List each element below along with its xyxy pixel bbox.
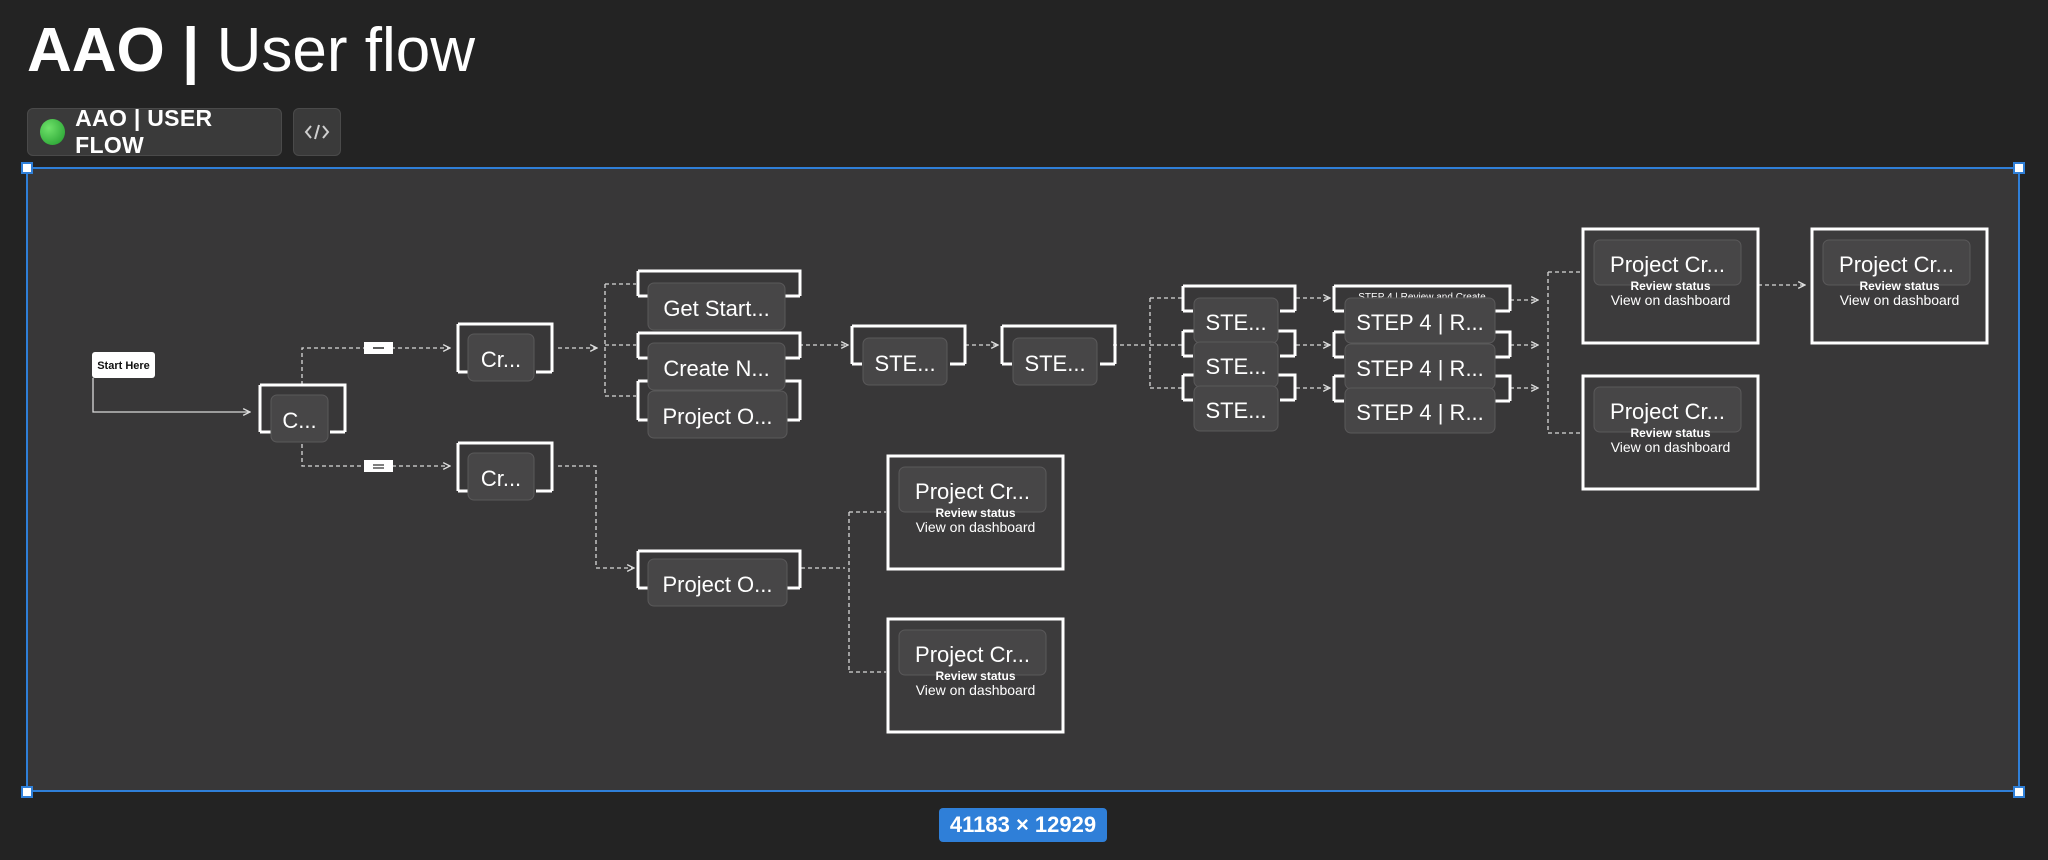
project-box-4-status: Review status — [935, 506, 1015, 520]
project-box-1-status: Review status — [1630, 279, 1710, 293]
node-ste-3c-label: STE... — [1205, 398, 1266, 423]
node-project-o-bottom[interactable]: Project O... — [647, 558, 788, 607]
node-step4-b[interactable]: STEP 4 | R... — [1344, 343, 1496, 390]
resize-handle-bottom-right[interactable] — [2013, 786, 2025, 798]
node-c[interactable]: C... — [270, 394, 329, 443]
project-box-5[interactable]: Project Cr... Review status View on dash… — [898, 629, 1047, 698]
user-flow-button[interactable]: AAO | USER FLOW — [27, 105, 282, 158]
project-box-5-dashboard: View on dashboard — [916, 682, 1036, 698]
node-create-new-label: Create N... — [663, 356, 769, 381]
project-box-1[interactable]: Project Cr... Review status View on dash… — [1593, 239, 1742, 308]
page-title: AAO | User flow — [27, 14, 475, 88]
start-node-label: Start Here — [97, 360, 150, 372]
node-chips: C... Cr... Cr... Get Start... Create N..… — [270, 282, 1496, 607]
node-step4-a-label: STEP 4 | R... — [1356, 310, 1484, 335]
node-ste-2[interactable]: STE... — [1012, 337, 1098, 386]
project-box-4[interactable]: Project Cr... Review status View on dash… — [898, 466, 1047, 535]
user-flow-button-label: AAO | USER FLOW — [75, 105, 213, 158]
project-box-2-title: Project Cr... — [1839, 252, 1954, 277]
project-box-1-title: Project Cr... — [1610, 252, 1725, 277]
project-box-3[interactable]: Project Cr... Review status View on dash… — [1593, 386, 1742, 455]
node-get-started[interactable]: Get Start... — [647, 282, 786, 331]
project-box-3-status: Review status — [1630, 426, 1710, 440]
project-box-4-dashboard: View on dashboard — [916, 519, 1036, 535]
node-project-o-top-label: Project O... — [662, 404, 772, 429]
resize-handle-bottom-left[interactable] — [21, 786, 33, 798]
project-box-5-title: Project Cr... — [915, 642, 1030, 667]
project-box-4-title: Project Cr... — [915, 479, 1030, 504]
resize-handle-top-right[interactable] — [2013, 162, 2025, 174]
node-step4-b-label: STEP 4 | R... — [1356, 356, 1484, 381]
project-box-1-dashboard: View on dashboard — [1611, 292, 1731, 308]
node-ste-3c[interactable]: STE... — [1193, 385, 1279, 432]
node-c-label: C... — [282, 408, 316, 433]
node-cr-bottom[interactable]: Cr... — [467, 452, 535, 501]
canvas-size-badge: 41183 × 12929 — [939, 808, 1107, 842]
title-light: User flow — [199, 16, 475, 85]
node-ste-3a[interactable]: STE... — [1193, 297, 1279, 344]
node-ste-3b[interactable]: STE... — [1193, 341, 1279, 388]
node-ste-1-label: STE... — [874, 351, 935, 376]
node-create-new[interactable]: Create N... — [647, 342, 786, 391]
start-node[interactable]: Start Here — [92, 352, 155, 378]
node-cr-top-label: Cr... — [481, 347, 521, 372]
node-ste-3a-label: STE... — [1205, 310, 1266, 335]
project-box-2-dashboard: View on dashboard — [1840, 292, 1960, 308]
node-ste-3b-label: STE... — [1205, 354, 1266, 379]
project-box-2-status: Review status — [1859, 279, 1939, 293]
project-box-5-status: Review status — [935, 669, 1015, 683]
node-cr-top[interactable]: Cr... — [467, 333, 535, 382]
green-circle-icon — [40, 119, 66, 145]
node-cr-bottom-label: Cr... — [481, 466, 521, 491]
node-step4-c-label: STEP 4 | R... — [1356, 400, 1484, 425]
node-ste-1[interactable]: STE... — [862, 337, 948, 386]
code-button[interactable] — [293, 108, 341, 156]
node-step4-a[interactable]: STEP 4 | R... — [1344, 297, 1496, 344]
node-get-started-label: Get Start... — [663, 296, 769, 321]
project-box-3-title: Project Cr... — [1610, 399, 1725, 424]
node-step4-c[interactable]: STEP 4 | R... — [1344, 387, 1496, 434]
node-ste-2-label: STE... — [1024, 351, 1085, 376]
project-box-3-dashboard: View on dashboard — [1611, 439, 1731, 455]
node-project-o-top[interactable]: Project O... — [647, 390, 788, 439]
resize-handle-top-left[interactable] — [21, 162, 33, 174]
project-box-2[interactable]: Project Cr... Review status View on dash… — [1822, 239, 1971, 308]
node-project-o-bottom-label: Project O... — [662, 572, 772, 597]
title-bold: AAO | — [27, 16, 200, 85]
code-icon — [304, 124, 330, 140]
